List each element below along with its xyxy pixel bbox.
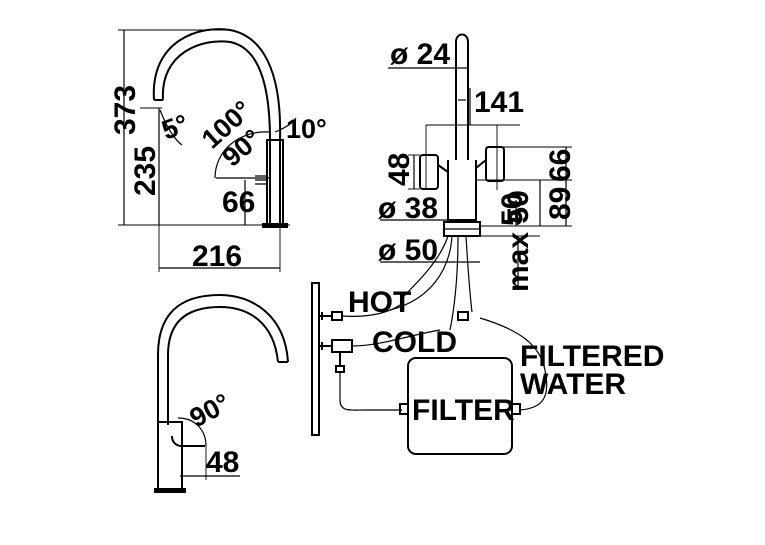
side-lever-hatch <box>255 175 267 185</box>
label-filter: FILTER <box>412 394 515 427</box>
label-66-side: 66 <box>222 186 255 219</box>
side-angle-arc-10 <box>274 117 297 133</box>
label-max50: max 50 <box>502 190 535 292</box>
front-lever-right <box>485 146 505 182</box>
installation-schematic: HOT COLD FILTER FILTERED WATER <box>311 282 664 455</box>
side-spout-inner <box>161 40 271 225</box>
label-89: 89 <box>544 187 577 220</box>
front-hose-2 <box>449 235 459 331</box>
front-view: ø 24 141 48 66 89 ø 38 50 ø 50 max 50 <box>378 33 577 331</box>
filtered-hose <box>479 317 548 411</box>
installed-spout-outer <box>157 293 289 425</box>
label-90deg-plan: 90° <box>185 388 235 434</box>
cold-valve <box>319 339 353 353</box>
hot-hose <box>341 304 401 317</box>
label-d38: ø 38 <box>378 192 438 225</box>
cold-hose-up <box>351 329 441 347</box>
filter-inlet <box>399 403 409 415</box>
front-body <box>447 160 477 221</box>
label-d50: ø 50 <box>378 234 438 267</box>
label-cold: COLD <box>372 326 457 359</box>
installed-base <box>154 488 186 493</box>
side-angle-arc-5 <box>159 109 183 146</box>
side-view: 373 235 5° 100° 90° 10° 66 216 <box>109 28 327 273</box>
filter-outlet <box>511 403 521 415</box>
label-48-front: 48 <box>383 153 416 186</box>
front-hose-4 <box>399 235 449 301</box>
front-lever-left <box>419 154 439 190</box>
label-50-height: 50 <box>496 193 529 226</box>
label-10deg: 10° <box>286 114 327 144</box>
label-235: 235 <box>129 146 162 196</box>
filtered-connector <box>457 311 469 321</box>
front-lever-arms <box>437 159 487 173</box>
side-angle-arc-100 <box>214 131 271 179</box>
label-141: 141 <box>474 86 524 119</box>
cold-tee <box>335 352 345 373</box>
label-216: 216 <box>192 240 242 273</box>
installed-lever <box>171 435 205 447</box>
front-hose-1 <box>389 235 453 311</box>
installed-spout-inner <box>167 305 279 425</box>
installed-body <box>157 421 183 491</box>
label-48-plan: 48 <box>206 446 239 479</box>
cold-to-filter <box>339 372 402 411</box>
side-base <box>262 223 288 228</box>
label-5deg: 5° <box>158 109 193 146</box>
label-d24: ø 24 <box>390 38 450 71</box>
installed-view: 90° 48 <box>154 293 289 493</box>
front-hose-3 <box>465 235 473 313</box>
label-hot: HOT <box>348 286 411 319</box>
front-spout <box>455 33 469 160</box>
label-373: 373 <box>109 85 142 135</box>
installed-angle-arc <box>177 417 207 447</box>
label-filtered: FILTERED <box>520 340 664 373</box>
hot-valve <box>319 311 343 321</box>
wall <box>311 282 320 436</box>
label-water: WATER <box>520 368 626 401</box>
side-spout-outer <box>152 28 282 225</box>
label-66-front: 66 <box>544 149 577 182</box>
